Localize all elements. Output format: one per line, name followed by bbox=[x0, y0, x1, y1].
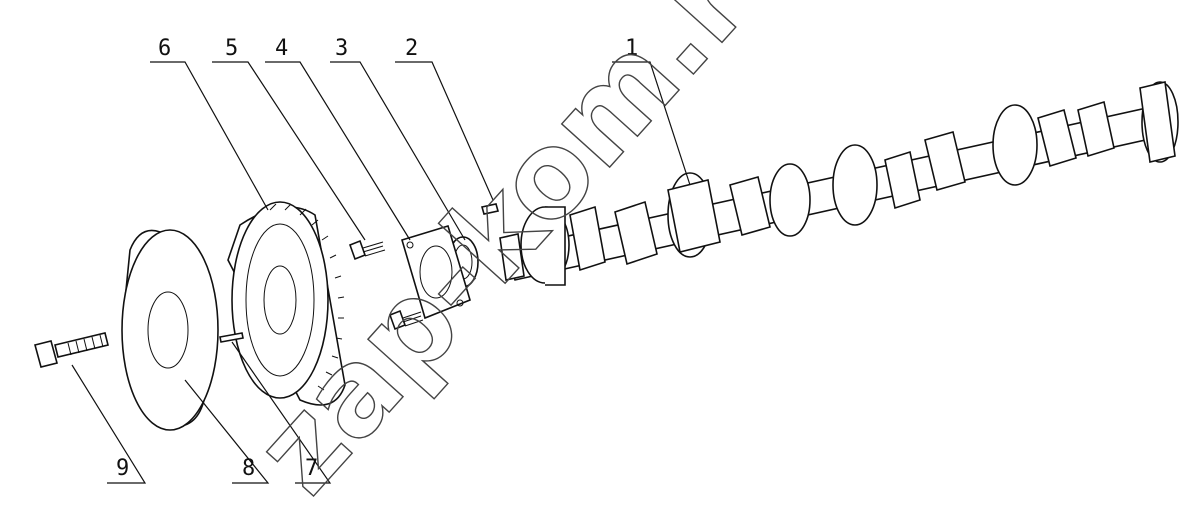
callout-label-7: 7 bbox=[305, 456, 318, 481]
leader-line bbox=[231, 341, 332, 484]
gear-plate-part bbox=[121, 229, 219, 431]
thrust-plate-part bbox=[401, 225, 471, 320]
callout-label-9: 9 bbox=[116, 456, 129, 481]
camshaft-lobe bbox=[520, 206, 570, 286]
leader-line bbox=[212, 61, 366, 241]
callout-label-6: 6 bbox=[158, 36, 171, 61]
leader-line bbox=[330, 61, 466, 241]
bolt-part bbox=[348, 239, 386, 261]
camshaft-lobe bbox=[884, 150, 921, 210]
bolt-part bbox=[388, 309, 424, 331]
camshaft-nose bbox=[499, 233, 525, 281]
camshaft-journal bbox=[992, 104, 1038, 186]
callout-label-5: 5 bbox=[225, 36, 238, 61]
camshaft-lobe bbox=[729, 176, 771, 236]
camshaft-gear-part bbox=[227, 201, 346, 406]
key-part bbox=[480, 203, 500, 215]
callout-label-3: 3 bbox=[335, 36, 348, 61]
leader-lines bbox=[71, 61, 691, 484]
camshaft-journal bbox=[832, 144, 878, 226]
camshaft-journal bbox=[1139, 81, 1179, 163]
leader-line bbox=[612, 61, 691, 186]
callout-label-8: 8 bbox=[242, 456, 255, 481]
callout-labels: 1 2 3 4 5 6 7 8 9 bbox=[116, 36, 638, 481]
dowel-pin-part bbox=[219, 332, 244, 343]
callout-label-1: 1 bbox=[625, 36, 638, 61]
leader-line bbox=[71, 364, 147, 484]
bolt-part bbox=[34, 332, 109, 368]
callout-label-4: 4 bbox=[275, 36, 288, 61]
camshaft-lobe bbox=[569, 205, 606, 272]
camshaft-lobe bbox=[1077, 100, 1115, 158]
callout-label-2: 2 bbox=[405, 36, 418, 61]
leader-line bbox=[265, 61, 411, 241]
camshaft-part bbox=[499, 81, 1179, 286]
leader-line bbox=[395, 61, 494, 201]
camshaft-journal bbox=[667, 172, 721, 258]
camshaft-lobe bbox=[1037, 108, 1077, 168]
camshaft-journal bbox=[769, 163, 811, 237]
camshaft-lobe bbox=[614, 200, 658, 266]
camshaft-lobe bbox=[924, 131, 966, 191]
leader-line bbox=[184, 379, 270, 484]
leader-line bbox=[150, 61, 269, 211]
